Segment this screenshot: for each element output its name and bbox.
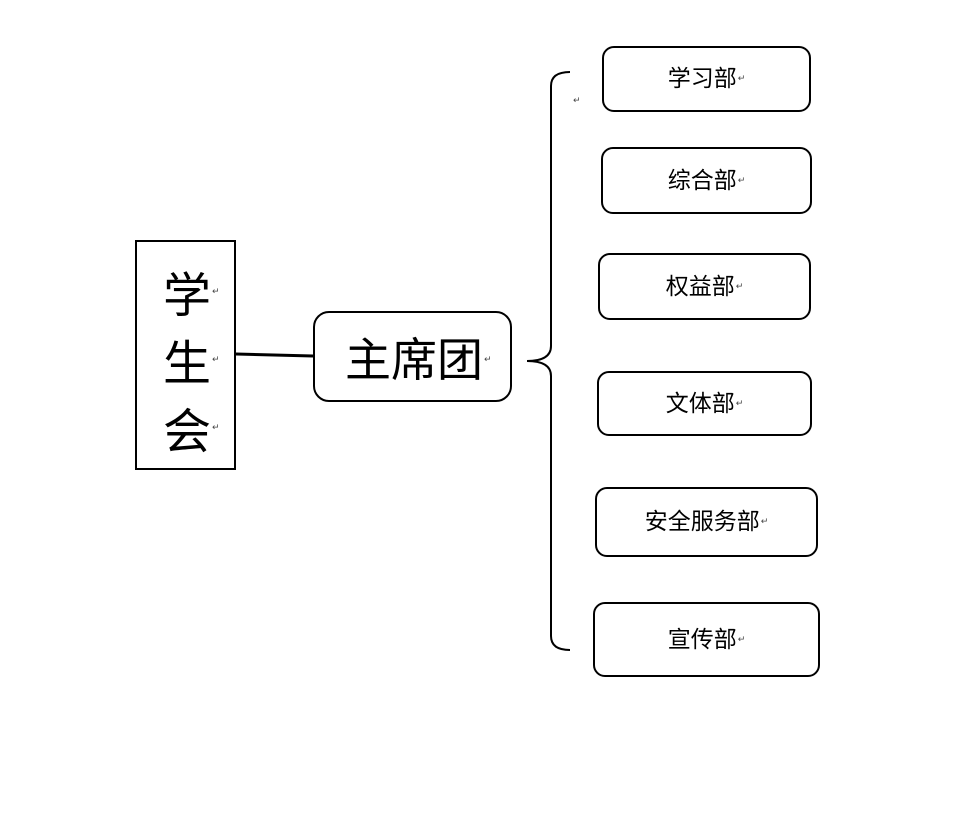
department-label: 综合部↵ [667,167,746,194]
department-box-publicity: 宣传部↵ [593,602,820,677]
department-label: 学习部↵ [667,66,746,92]
department-label: 宣传部↵ [667,626,746,653]
department-box-arts-sports: 文体部↵ [597,371,812,436]
paragraph-mark: ↵ [484,355,492,365]
student-union-char: 会↵ [163,404,220,460]
department-label: 权益部↵ [665,273,744,300]
paragraph-mark: ↵ [760,517,769,527]
paragraph-mark: ↵ [573,96,581,106]
department-label: 安全服务部↵ [644,509,769,535]
paragraph-mark: ↵ [212,423,220,433]
student-union-box: 学↵ 生↵ 会↵ [135,240,236,470]
root-to-middle-connector [235,352,314,358]
department-box-safety-service: 安全服务部↵ [595,487,818,557]
department-box-rights: 权益部↵ [598,253,811,320]
department-label: 文体部↵ [665,390,744,417]
paragraph-mark: ↵ [212,355,220,365]
paragraph-mark: ↵ [737,634,746,645]
presidium-box: 主席团↵ [313,311,512,402]
presidium-label: 主席团↵ [345,333,492,387]
paragraph-mark: ↵ [737,74,746,84]
student-union-char: 学↵ [163,268,220,324]
paragraph-mark: ↵ [737,175,746,186]
paragraph-mark: ↵ [735,281,744,292]
department-box-study: 学习部↵ [602,46,811,112]
student-union-label: 学↵ 生↵ 会↵ [163,262,220,466]
paragraph-mark: ↵ [735,398,744,409]
paragraph-mark: ↵ [212,287,220,297]
department-box-general: 综合部↵ [601,147,812,214]
student-union-char: 生↵ [163,336,220,392]
department-bracket [526,71,571,651]
